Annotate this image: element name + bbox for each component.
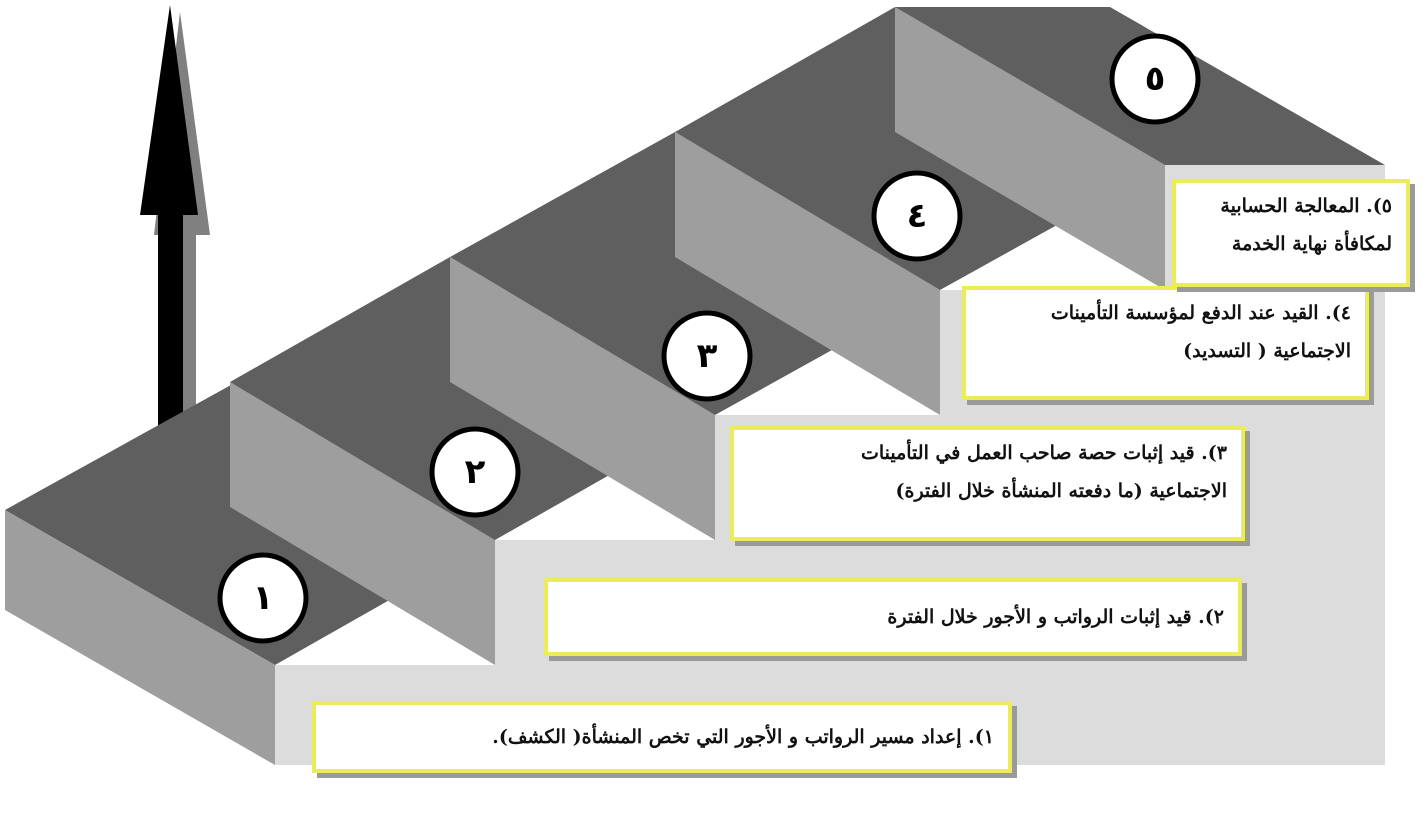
step-1-tread [5, 380, 495, 665]
step-4-riser [675, 132, 940, 415]
step-1-riser [5, 510, 275, 765]
step-3-label-box: ٣). قيد إثبات حصة صاحب العمل في التأمينا… [730, 426, 1245, 541]
step-1-circle: ١ [217, 552, 309, 644]
step-1-number: ١ [253, 578, 274, 618]
step-4-text-line-1: ٤). القيد عند الدفع لمؤسسة التأمينات [1050, 302, 1351, 324]
step-1-text: ١). إعداد مسير الرواتب و الأجور التي تخص… [492, 726, 994, 748]
step-4-tread [675, 7, 1165, 290]
step-4-label-box: ٤). القيد عند الدفع لمؤسسة التأمينات الا… [962, 286, 1369, 400]
step-5-riser [895, 7, 1165, 290]
up-arrow [140, 5, 198, 432]
step-5-label-box: ٥). المعالجة الحسابية لمكافأة نهاية الخد… [1172, 179, 1410, 287]
step-3-circle: ٣ [661, 310, 753, 402]
step-5-text-line-1: ٥). المعالجة الحسابية [1220, 195, 1392, 217]
step-3-text-line-1: ٣). قيد إثبات حصة صاحب العمل في التأمينا… [860, 442, 1227, 464]
step-4-circle: ٤ [871, 170, 963, 262]
step-5-text-line-2: لمكافأة نهاية الخدمة [1231, 233, 1392, 255]
step-2-circle: ٢ [429, 426, 521, 518]
step-3-riser [450, 257, 715, 540]
step-2-riser [230, 382, 495, 665]
step-2-label-box: ٢). قيد إثبات الرواتب و الأجور خلال الفت… [544, 578, 1242, 656]
step-4-number: ٤ [907, 196, 928, 236]
step-4-text-line-2: الاجتماعية ( التسديد) [1183, 340, 1351, 362]
step-2-number: ٢ [465, 452, 486, 492]
step-1-label-box: ١). إعداد مسير الرواتب و الأجور التي تخص… [312, 701, 1012, 773]
step-5-circle: ٥ [1109, 33, 1201, 125]
step-5-number: ٥ [1145, 59, 1166, 99]
step-3-text-line-2: الاجتماعية (ما دفعته المنشأة خلال الفترة… [895, 480, 1228, 502]
step-3-tread [450, 132, 940, 415]
step-2-tread [230, 257, 715, 540]
step-2-text: ٢). قيد إثبات الرواتب و الأجور خلال الفت… [887, 606, 1224, 628]
step-3-number: ٣ [697, 336, 718, 376]
